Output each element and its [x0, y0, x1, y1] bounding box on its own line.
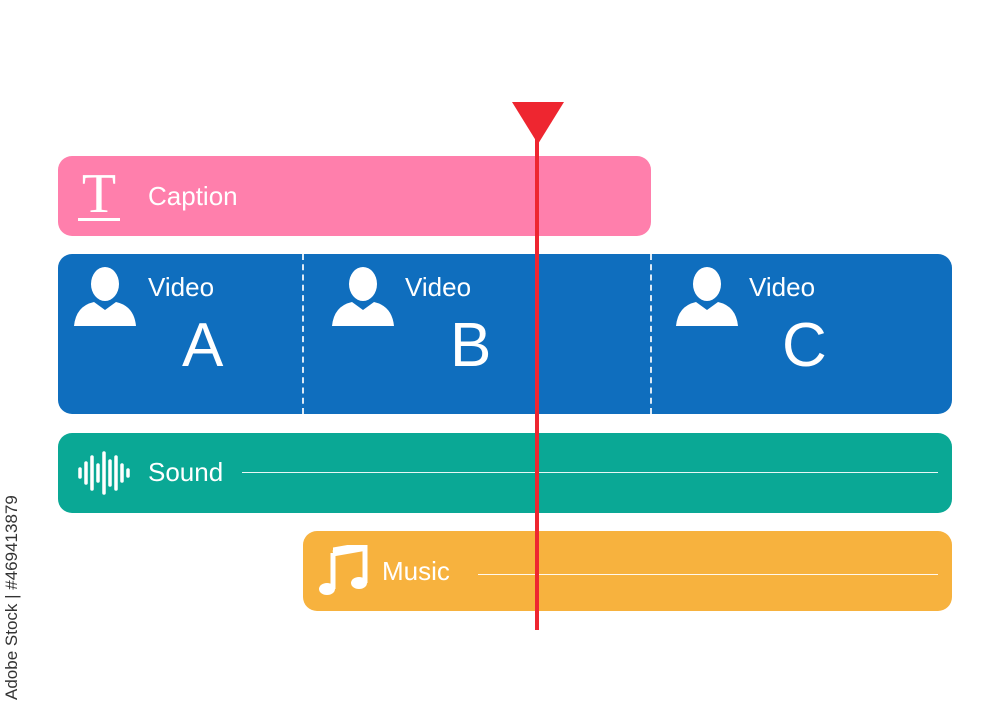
waveform-icon [76, 451, 132, 500]
sound-label: Sound [148, 457, 224, 487]
person-icon [674, 266, 740, 333]
music-track[interactable]: Music [303, 531, 952, 611]
person-icon [330, 266, 396, 333]
clip-divider [650, 254, 652, 414]
caption-label: Caption [148, 181, 238, 211]
music-waveline [478, 574, 938, 575]
playhead-line[interactable] [535, 120, 539, 630]
video-clip-a[interactable]: Video A [58, 254, 303, 414]
music-note-icon [319, 541, 369, 602]
svg-text:T: T [82, 163, 116, 225]
person-icon [72, 266, 138, 333]
stock-credit: Adobe Stock | #469413879 [2, 495, 21, 700]
video-clip-a-letter: A [182, 311, 224, 380]
clip-divider [302, 254, 304, 414]
sound-track[interactable]: Sound [58, 433, 952, 513]
video-clip-b-letter: B [450, 311, 492, 380]
video-clip-c-label: Video [749, 272, 816, 302]
text-t-icon: T [74, 162, 124, 231]
caption-track[interactable]: T Caption [58, 156, 651, 236]
video-clip-b-label: Video [405, 272, 472, 302]
sound-waveline [242, 472, 938, 473]
music-label: Music [382, 556, 450, 586]
video-clip-a-label: Video [148, 272, 215, 302]
video-track[interactable]: Video A Video B Video C [58, 254, 952, 414]
video-clip-b[interactable]: Video B [304, 254, 650, 414]
video-clip-c[interactable]: Video C [652, 254, 952, 414]
playhead-handle-icon[interactable] [512, 102, 564, 151]
video-clip-c-letter: C [782, 311, 827, 380]
